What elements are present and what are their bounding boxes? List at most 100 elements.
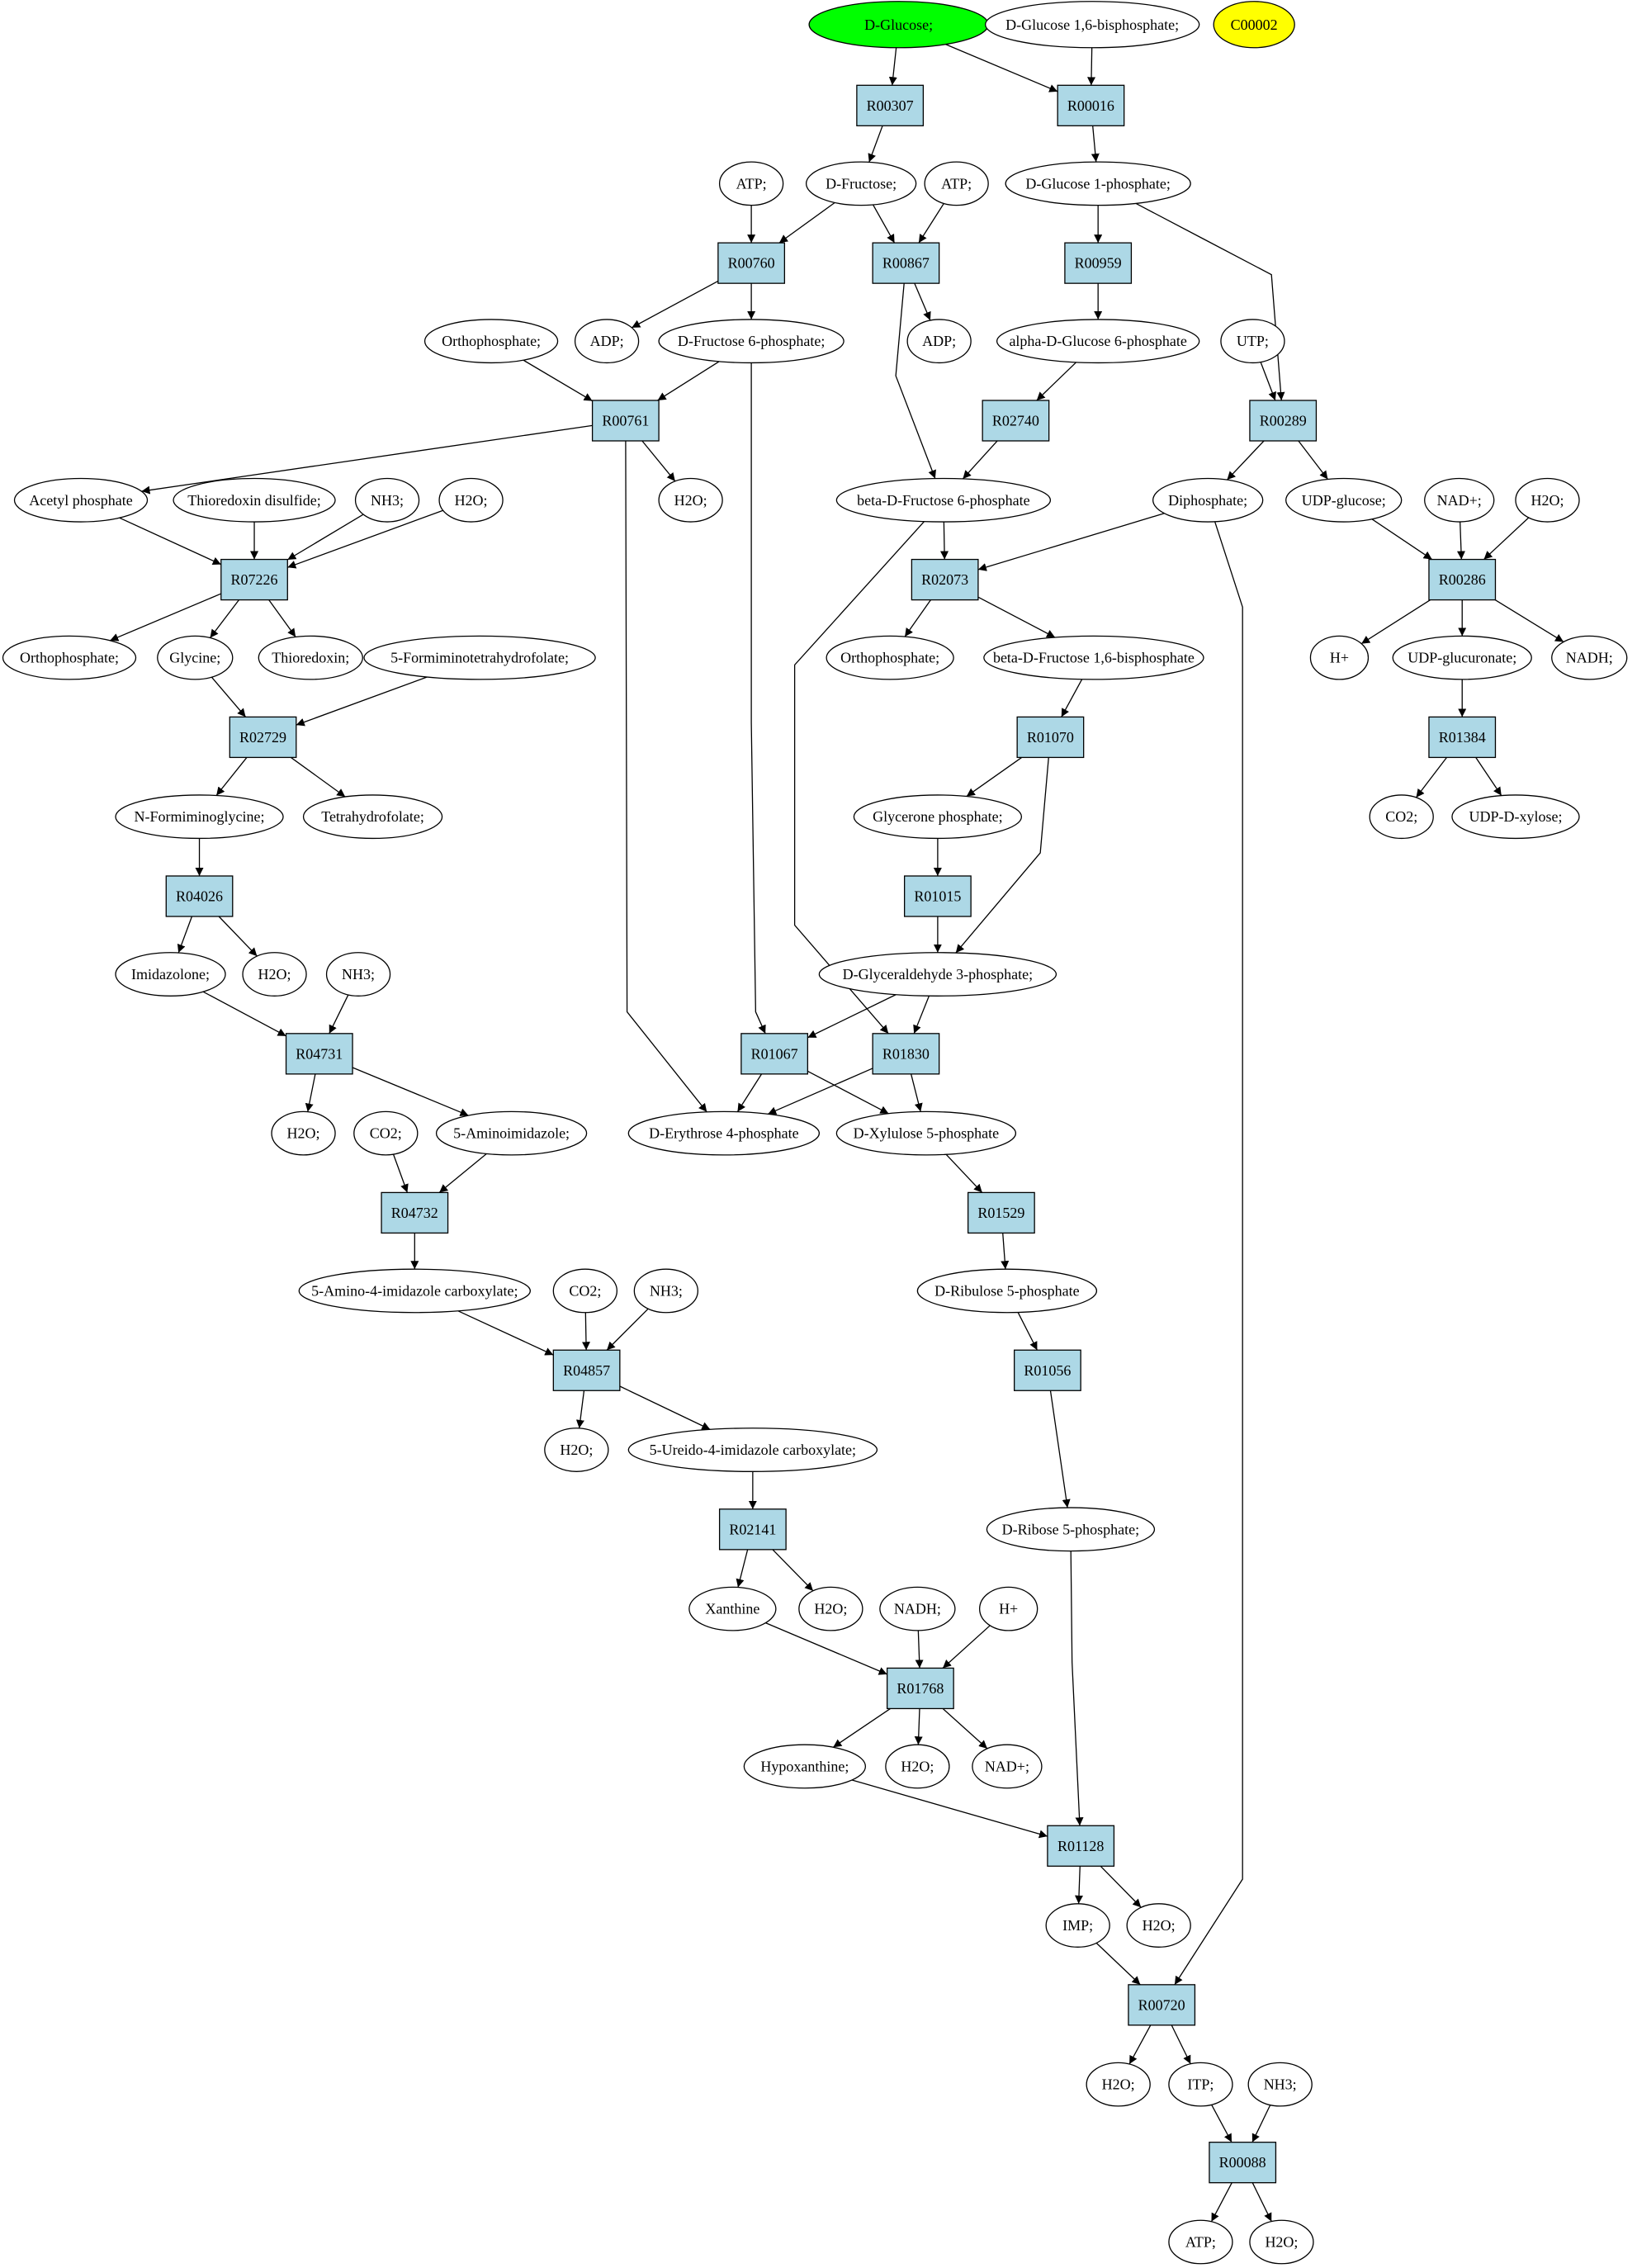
compound-node[interactable]: NADH; [879,1586,956,1631]
compound-node[interactable]: CO2; [1369,794,1434,840]
node-label: D-Fructose; [826,175,897,192]
compound-node[interactable]: H2O; [658,477,723,523]
compound-node[interactable]: Glycerone phosphate; [853,794,1023,840]
compound-node[interactable]: NH3; [354,477,420,523]
compound-node[interactable]: UTP; [1220,319,1285,364]
compound-node[interactable]: H+ [978,1586,1039,1631]
compound-node[interactable]: H2O; [544,1428,609,1472]
compound-node[interactable]: 5-Amino-4-imidazole carboxylate; [298,1268,531,1314]
compound-node[interactable]: H2O; [271,1110,336,1156]
compound-node[interactable]: D-Glucose 1,6-bisphosphate; [985,1,1200,49]
compound-node[interactable]: ADP; [906,319,972,364]
compound-node[interactable]: H2O; [885,1744,950,1789]
compound-node[interactable]: H2O; [438,477,504,523]
compound-node[interactable]: D-Ribose 5-phosphate; [986,1507,1156,1552]
compound-node[interactable]: UDP-glucose; [1285,477,1403,523]
reaction-node-r00286[interactable]: R00286 [1428,558,1497,601]
node-label: D-Ribose 5-phosphate; [1002,1521,1139,1537]
reaction-node-r00760[interactable]: R00760 [717,242,786,284]
compound-node[interactable]: Thioredoxin disulfide; [173,477,336,523]
reaction-node-r01067[interactable]: R01067 [740,1033,809,1075]
compound-node[interactable]: NAD+; [1424,477,1495,523]
compound-node[interactable]: 5-Formiminotetrahydrofolate; [363,635,596,680]
compound-node[interactable]: Orthophosphate; [2,635,137,680]
compound-node[interactable]: ADP; [574,319,640,364]
compound-node[interactable]: D-Xylulose 5-phosphate [835,1110,1017,1156]
reaction-node-r00867[interactable]: R00867 [872,242,940,284]
compound-node[interactable]: D-Glucose 1-phosphate; [1005,161,1191,206]
reaction-node-r01070[interactable]: R01070 [1016,716,1085,759]
compound-node[interactable]: H2O; [1249,2219,1314,2265]
compound-node[interactable]: Acetyl phosphate [13,477,149,523]
compound-node[interactable]: H2O; [242,952,307,997]
compound-node[interactable]: Orthophosphate; [423,319,559,364]
compound-node[interactable]: H2O; [1515,477,1580,523]
compound-node[interactable]: C00002 [1213,1,1295,49]
compound-node[interactable]: Diphosphate; [1152,477,1264,523]
compound-node[interactable]: H+ [1309,635,1370,680]
reaction-node-r00016[interactable]: R00016 [1057,84,1125,126]
compound-node[interactable]: ATP; [718,161,784,206]
compound-node[interactable]: Xanthine [688,1586,777,1631]
reaction-node-r04732[interactable]: R04732 [381,1191,449,1234]
reaction-node-r02141[interactable]: R02141 [718,1508,787,1551]
compound-node[interactable]: NADH; [1551,635,1628,680]
reaction-node-r01830[interactable]: R01830 [872,1033,940,1075]
compound-node[interactable]: NH3; [633,1268,699,1314]
compound-node[interactable]: D-Fructose; [805,161,917,206]
compound-node[interactable]: UDP-glucuronate; [1392,635,1532,680]
reaction-node-r01128[interactable]: R01128 [1047,1825,1115,1867]
reaction-node-r00088[interactable]: R00088 [1209,2142,1277,2184]
compound-node[interactable]: CO2; [552,1268,617,1314]
reaction-node-r01768[interactable]: R01768 [886,1667,954,1710]
compound-node[interactable]: H2O; [798,1586,863,1631]
compound-node[interactable]: 5-Ureido-4-imidazole carboxylate; [627,1428,878,1472]
compound-node[interactable]: alpha-D-Glucose 6-phosphate [996,319,1200,364]
compound-node[interactable]: D-Erythrose 4-phosphate [627,1110,821,1156]
reaction-node-r02740[interactable]: R02740 [982,400,1050,442]
compound-node[interactable]: N-Formiminoglycine; [115,794,284,840]
compound-node[interactable]: Thioredoxin; [258,635,363,680]
reaction-node-r00959[interactable]: R00959 [1064,242,1133,284]
compound-node[interactable]: Hypoxanthine; [743,1744,867,1789]
reaction-node-r04731[interactable]: R04731 [285,1033,353,1075]
reaction-node-r01056[interactable]: R01056 [1014,1349,1081,1391]
compound-node[interactable]: 5-Aminoimidazole; [435,1110,588,1156]
reaction-node-r00761[interactable]: R00761 [591,400,660,442]
reaction-node-r00307[interactable]: R00307 [856,84,925,126]
compound-node[interactable]: NAD+; [972,1744,1043,1789]
compound-node[interactable]: ITP; [1168,2062,1233,2107]
compound-node[interactable]: beta-D-Fructose 1,6-bisphosphate [983,635,1204,680]
reaction-node-r07226[interactable]: R07226 [220,558,288,601]
reaction-node-r02073[interactable]: R02073 [911,558,979,601]
reaction-node-r02729[interactable]: R02729 [229,716,297,759]
compound-node[interactable]: H2O; [1086,2062,1151,2107]
compound-node[interactable]: H2O; [1126,1903,1191,1948]
compound-node[interactable]: Glycine; [157,635,234,680]
compound-node[interactable]: beta-D-Fructose 6-phosphate [835,477,1052,523]
reaction-node-r00720[interactable]: R00720 [1128,1984,1196,2026]
compound-node[interactable]: CO2; [353,1110,419,1156]
compound-node[interactable]: IMP; [1045,1903,1110,1948]
compound-node[interactable]: D-Glyceraldehyde 3-phosphate; [818,952,1057,997]
reaction-node-r01384[interactable]: R01384 [1428,716,1497,759]
compound-node[interactable]: NH3; [1247,2062,1313,2107]
reaction-node-r00289[interactable]: R00289 [1249,400,1318,442]
compound-node[interactable]: Orthophosphate; [826,635,954,680]
compound-node[interactable]: Imidazolone; [115,952,226,997]
compound-node[interactable]: ATP; [1168,2219,1233,2265]
compound-node[interactable]: D-Fructose 6-phosphate; [658,319,845,364]
reaction-node-r01529[interactable]: R01529 [967,1191,1035,1234]
node-label: Thioredoxin; [272,650,349,666]
reaction-node-r04857[interactable]: R04857 [552,1349,621,1391]
node-label: D-Glucose 1,6-bisphosphate; [1005,17,1179,33]
compound-node[interactable]: ATP; [924,161,989,206]
compound-node[interactable]: D-Glucose; [808,1,989,49]
edge-arrow [438,1153,487,1193]
compound-node[interactable]: D-Ribulose 5-phosphate [916,1268,1098,1314]
compound-node[interactable]: UDP-D-xylose; [1451,794,1580,840]
compound-node[interactable]: Tetrahydrofolate; [302,794,443,840]
reaction-node-r04026[interactable]: R04026 [165,875,234,917]
compound-node[interactable]: NH3; [325,952,391,997]
reaction-node-r01015[interactable]: R01015 [903,875,972,917]
